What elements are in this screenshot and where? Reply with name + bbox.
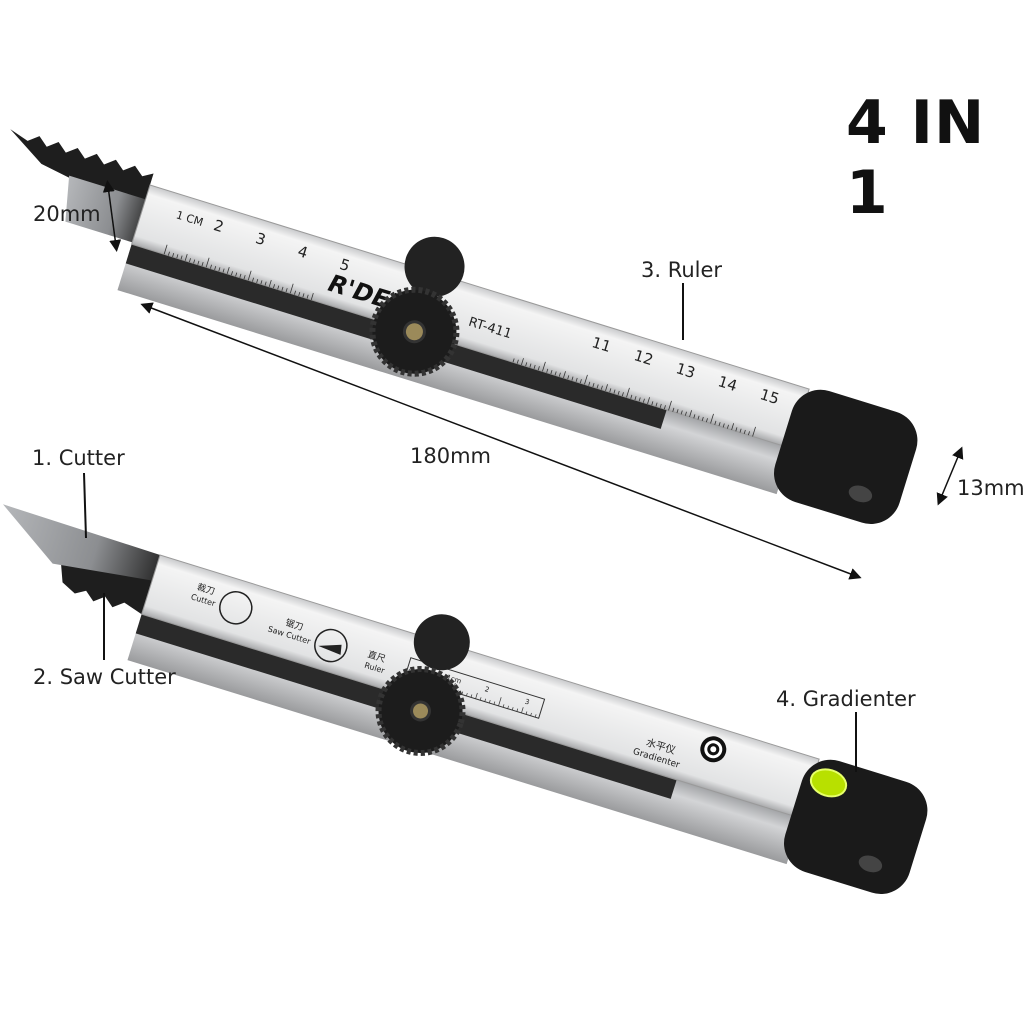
mini-ruler-tick (516, 708, 519, 712)
cutter-label: 1. Cutter (32, 446, 125, 470)
mini-ruler-tick (493, 701, 496, 705)
thumb-wheel[interactable] (368, 603, 490, 763)
ruler-tick (222, 268, 225, 273)
target-icon (700, 736, 727, 763)
cutter-blade (2, 504, 165, 582)
mini-ruler-tick (484, 698, 486, 702)
ruler-tick (310, 293, 314, 300)
ruler-tick (277, 285, 280, 290)
ruler-tick (167, 251, 170, 256)
ruler-tick (247, 270, 252, 281)
mini-ruler-tick (466, 692, 468, 697)
ruler-tick (294, 290, 297, 295)
mini-ruler-tick (511, 707, 514, 711)
ruler-tick (180, 255, 183, 260)
blade-height-label: 20mm (33, 202, 101, 226)
ruler-tick (231, 271, 233, 276)
lanyard-hole (858, 855, 883, 873)
height-arrow (102, 180, 122, 252)
bottom-tool: 裁刀 Cutter 锯刀 Saw Cutter 直尺 Ruler 1cm 2 3… (2, 504, 928, 894)
ruler-tick (306, 294, 309, 299)
headline: 4 IN 1 (846, 88, 986, 228)
gradienter-label: 4. Gradienter (776, 687, 916, 711)
mini-ruler-tick (489, 700, 491, 704)
thickness-arrow (936, 446, 964, 506)
mini-ruler-tick (521, 707, 524, 714)
ruler-tick (197, 260, 200, 265)
ruler-tick (201, 262, 204, 267)
ruler-tick (226, 266, 230, 274)
ruler-tick (243, 275, 246, 280)
ruler-tick (188, 258, 191, 263)
ruler-tick (163, 244, 168, 255)
ruler-tick (289, 283, 294, 294)
mini-ruler-tick (475, 692, 478, 699)
ruler-tick (264, 281, 267, 286)
ruler-tick (252, 277, 254, 282)
ruler-tick (214, 265, 217, 271)
ruler-tick (205, 257, 210, 268)
mini-ruler-tick (498, 697, 502, 706)
ruler-tick (176, 254, 179, 259)
ruler-tick (256, 278, 259, 284)
length-label: 180mm (410, 444, 491, 468)
ruler-tick (172, 252, 175, 258)
ruler-tick (184, 253, 188, 261)
thickness-label: 13mm (957, 476, 1024, 500)
mini-ruler-tick (530, 712, 532, 716)
cutter-pointer (83, 472, 87, 539)
ruler-tick (209, 264, 212, 269)
cutter-icon (219, 591, 253, 625)
ruler-tick (285, 288, 288, 293)
ruler-tick (268, 280, 272, 287)
bubble-level (809, 768, 848, 798)
ruler-label: 3. Ruler (641, 258, 723, 282)
mini-ruler-tick (534, 714, 537, 718)
ruler-tick (302, 293, 305, 298)
mini-ruler-3: 3 (524, 698, 531, 707)
ruler-tick (281, 286, 284, 291)
mini-ruler-tick (525, 711, 528, 715)
ruler-tick (239, 273, 242, 278)
mini-ruler-2: 2 (484, 685, 491, 694)
mini-ruler-tick (479, 697, 482, 701)
ruler-tick (193, 259, 196, 264)
saw-cutter-label: 2. Saw Cutter (33, 665, 176, 689)
mini-ruler-tick (502, 704, 505, 708)
saw-cutter-icon (314, 628, 348, 663)
ruler-tick (218, 267, 221, 272)
ruler-tick (260, 280, 263, 285)
ruler-tick (235, 272, 238, 277)
ruler-tick (273, 284, 275, 289)
mini-ruler-tick (507, 705, 509, 709)
mini-ruler-tick (470, 694, 473, 698)
length-arrow (140, 302, 862, 580)
mini-ruler (404, 657, 546, 719)
ruler-tick (298, 291, 301, 297)
